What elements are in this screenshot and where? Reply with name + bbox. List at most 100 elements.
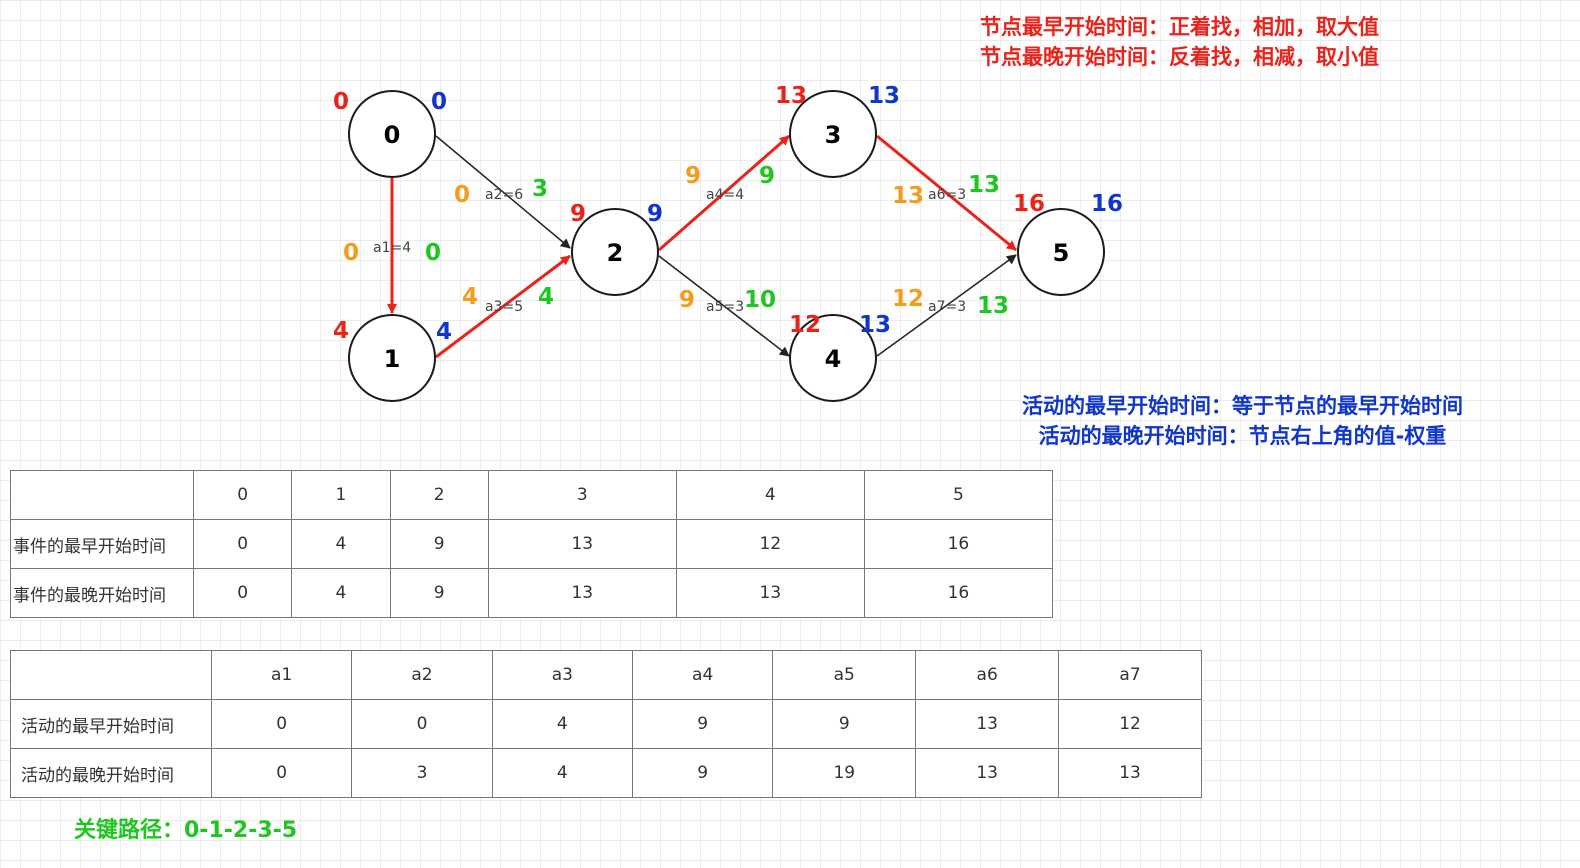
latest-rule-text: 节点最晚开始时间：反着找，相减，取小值 (980, 45, 1379, 69)
table-cell: 12 (1058, 699, 1202, 749)
table-cell: 3 (487, 470, 677, 520)
row-header: 事件的最晚开始时间 (10, 568, 194, 618)
node-latest: 13 (868, 83, 900, 109)
table-cell: a6 (915, 650, 1060, 700)
table-row: 事件的最早开始时间 0 4 9 13 12 16 (10, 519, 1054, 569)
activities-table: a1 a2 a3 a4 a5 a6 a7 活动的最早开始时间 0 0 4 9 9… (10, 650, 1202, 798)
activity-latest-rule-text: 活动的最晚开始时间：节点右上角的值-权重 (1038, 424, 1447, 448)
row-header: 事件的最早开始时间 (10, 519, 194, 569)
node-earliest: 4 (333, 318, 349, 344)
edge-label-a5: a5=3 (706, 299, 744, 315)
table-cell: 0 (192, 519, 293, 569)
activity-earliest-rule-text: 活动的最早开始时间：等于节点的最早开始时间 (1022, 394, 1463, 418)
edge-label-a2: a2=6 (485, 187, 523, 203)
node-3: 3 13 13 (775, 83, 900, 178)
row-header: 活动的最早开始时间 (10, 699, 212, 749)
activity-latest-a2: 3 (532, 176, 548, 202)
edge-label-a7: a7=3 (928, 299, 966, 315)
edge-a7 (876, 254, 1017, 357)
node-label: 2 (607, 239, 624, 267)
edge-label-a4: a4=4 (706, 187, 744, 203)
activity-latest-a4: 9 (759, 163, 775, 189)
node-label: 4 (825, 345, 842, 373)
table-cell: 13 (675, 568, 865, 618)
edge-a2 (435, 135, 571, 249)
edge-annotations: a1=4 0 0 a2=6 0 3 a3=5 4 4 a4=4 9 9 a5=3… (343, 163, 1009, 319)
table-cell: 4 (491, 748, 633, 798)
activity-earliest-a6: 13 (892, 183, 924, 209)
node-label: 0 (384, 121, 401, 149)
table-header-row: 0 1 2 3 4 5 (10, 470, 1054, 520)
node-4: 4 12 13 (789, 312, 891, 402)
table-cell: a5 (772, 650, 917, 700)
node-label: 1 (384, 345, 401, 373)
node-latest: 0 (431, 89, 447, 115)
activity-time-rules: 活动的最早开始时间：等于节点的最早开始时间 活动的最晚开始时间：节点右上角的值-… (1022, 391, 1463, 451)
table-cell: 4 (491, 699, 633, 749)
activity-latest-a5: 10 (744, 287, 776, 313)
table-cell: 2 (389, 470, 489, 520)
node-label: 5 (1053, 239, 1070, 267)
table-cell: 9 (389, 519, 489, 569)
node-earliest: 12 (789, 312, 821, 338)
table-cell: 0 (351, 699, 493, 749)
table-cell: 9 (631, 748, 774, 798)
table-cell (10, 650, 212, 700)
table-cell: 5 (863, 470, 1054, 520)
table-cell: 9 (772, 699, 917, 749)
table-cell: 0 (192, 470, 293, 520)
activity-earliest-a7: 12 (892, 286, 924, 312)
node-earliest: 13 (775, 83, 807, 109)
table-row: 活动的最早开始时间 0 0 4 9 9 13 12 (10, 699, 1202, 749)
table-cell (10, 470, 194, 520)
edge-a3 (435, 254, 571, 359)
edge-a6 (876, 134, 1017, 252)
node-earliest: 16 (1013, 191, 1045, 217)
node-latest: 4 (436, 319, 452, 345)
node-earliest: 9 (570, 201, 586, 227)
activity-earliest-a5: 9 (679, 287, 695, 313)
edge-a4 (658, 134, 790, 252)
edge-a5 (658, 255, 790, 357)
activity-latest-a1: 0 (425, 240, 441, 266)
table-cell: a4 (631, 650, 774, 700)
table-cell: 9 (389, 568, 489, 618)
table-cell: a2 (351, 650, 493, 700)
table-row: 事件的最晚开始时间 0 4 9 13 13 16 (10, 568, 1054, 618)
table-cell: 13 (915, 699, 1060, 749)
node-earliest: 0 (333, 89, 349, 115)
edge-label-a6: a6=3 (928, 187, 966, 203)
table-header-row: a1 a2 a3 a4 a5 a6 a7 (10, 650, 1202, 700)
table-cell: a7 (1058, 650, 1202, 700)
table-cell: a1 (210, 650, 353, 700)
node-latest: 9 (647, 201, 663, 227)
table-cell: 13 (487, 519, 677, 569)
node-latest: 16 (1091, 191, 1123, 217)
table-cell: 3 (351, 748, 493, 798)
table-cell: 9 (631, 699, 774, 749)
node-0: 0 0 0 (333, 89, 447, 178)
activity-latest-a7: 13 (977, 293, 1009, 319)
activity-earliest-a2: 0 (454, 182, 470, 208)
table-cell: 16 (863, 519, 1054, 569)
table-cell: 4 (291, 568, 391, 618)
nodes: 0 0 0 1 4 4 2 9 9 3 13 13 4 12 13 (333, 83, 1123, 402)
node-1: 1 4 4 (333, 314, 452, 402)
table-cell: 16 (863, 568, 1054, 618)
table-cell: 1 (291, 470, 391, 520)
earliest-rule-text: 节点最早开始时间：正着找，相加，取大值 (980, 15, 1379, 39)
activity-earliest-a3: 4 (462, 284, 478, 310)
table-cell: 19 (772, 748, 917, 798)
table-cell: 13 (1058, 748, 1202, 798)
node-latest: 13 (859, 312, 891, 338)
table-cell: 0 (210, 748, 353, 798)
node-label: 3 (825, 121, 842, 149)
activity-latest-a3: 4 (538, 284, 554, 310)
aoe-network-diagram: a1=4 0 0 a2=6 0 3 a3=5 4 4 a4=4 9 9 a5=3… (333, 83, 1123, 402)
table-cell: 13 (487, 568, 677, 618)
table-cell: a3 (491, 650, 633, 700)
node-time-rules: 节点最早开始时间：正着找，相加，取大值 节点最晚开始时间：反着找，相减，取小值 (980, 12, 1379, 72)
table-cell: 4 (291, 519, 391, 569)
activity-earliest-a1: 0 (343, 240, 359, 266)
table-cell: 0 (192, 568, 293, 618)
